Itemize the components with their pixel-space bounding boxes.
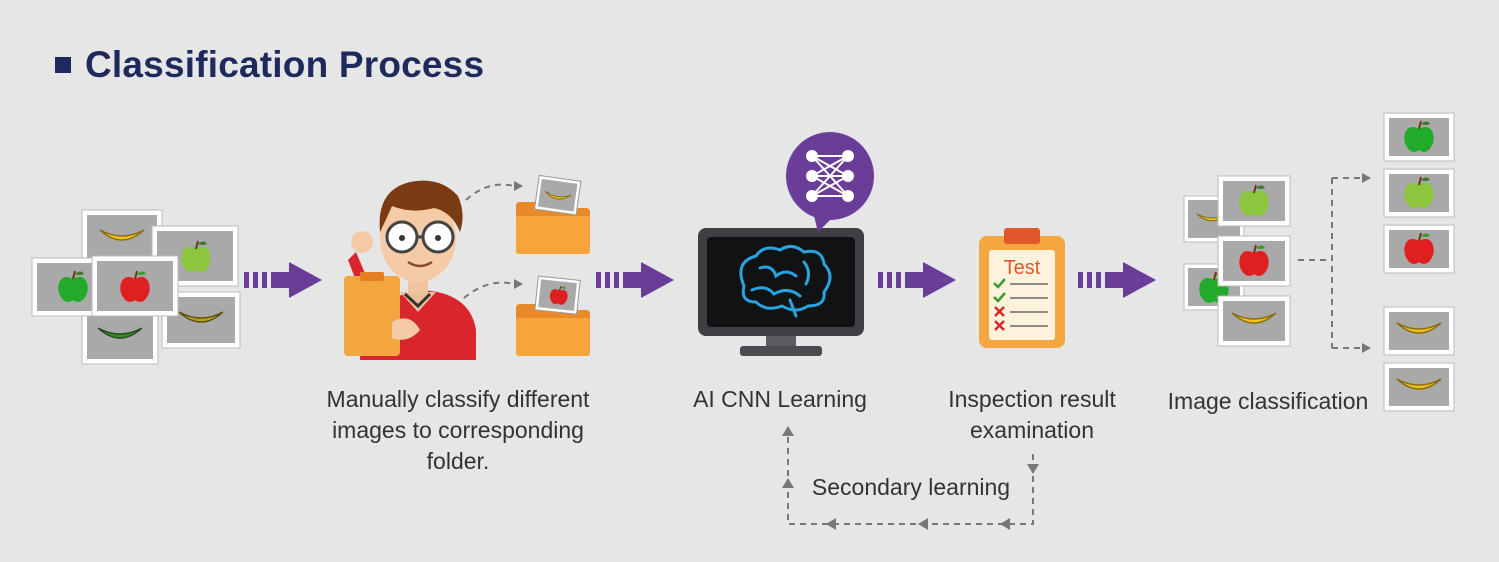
to-folder-arrow-bottom [463, 281, 515, 299]
folder-apples [516, 275, 590, 356]
test-label: Test [1004, 257, 1041, 279]
caption-secondary-learning: Secondary learning [798, 472, 1024, 503]
neural-network-badge [786, 132, 874, 232]
flow-arrow-1 [244, 262, 322, 298]
split-connector [1298, 177, 1362, 349]
flow-arrow-3 [878, 262, 956, 298]
flow-arrow-2 [596, 262, 674, 298]
photo-apple-red [91, 255, 179, 317]
feedback-loop [787, 428, 1034, 525]
classified-apples [1383, 112, 1455, 274]
caption-manual-classify: Manually classify different images to co… [326, 386, 590, 474]
sorted-image-stack [1183, 175, 1291, 347]
person-illustration [344, 180, 476, 360]
caption-image-classification: Image classification [1167, 388, 1369, 414]
monitor-icon [698, 228, 864, 356]
title-bullet [55, 57, 71, 73]
to-folder-arrow-top [465, 183, 515, 201]
caption-inspection-result: Inspection result examination [948, 386, 1116, 443]
brain-icon [739, 245, 832, 318]
caption-ai-cnn-learning: AI CNN Learning [693, 386, 867, 412]
classified-bananas [1383, 306, 1455, 412]
title-block: Classification Process [55, 44, 484, 86]
flow-arrow-4 [1078, 262, 1156, 298]
input-image-stack [31, 209, 241, 365]
page-title: Classification Process [85, 44, 485, 85]
folder-bananas [516, 174, 590, 254]
test-clipboard-icon: Test [979, 228, 1065, 348]
